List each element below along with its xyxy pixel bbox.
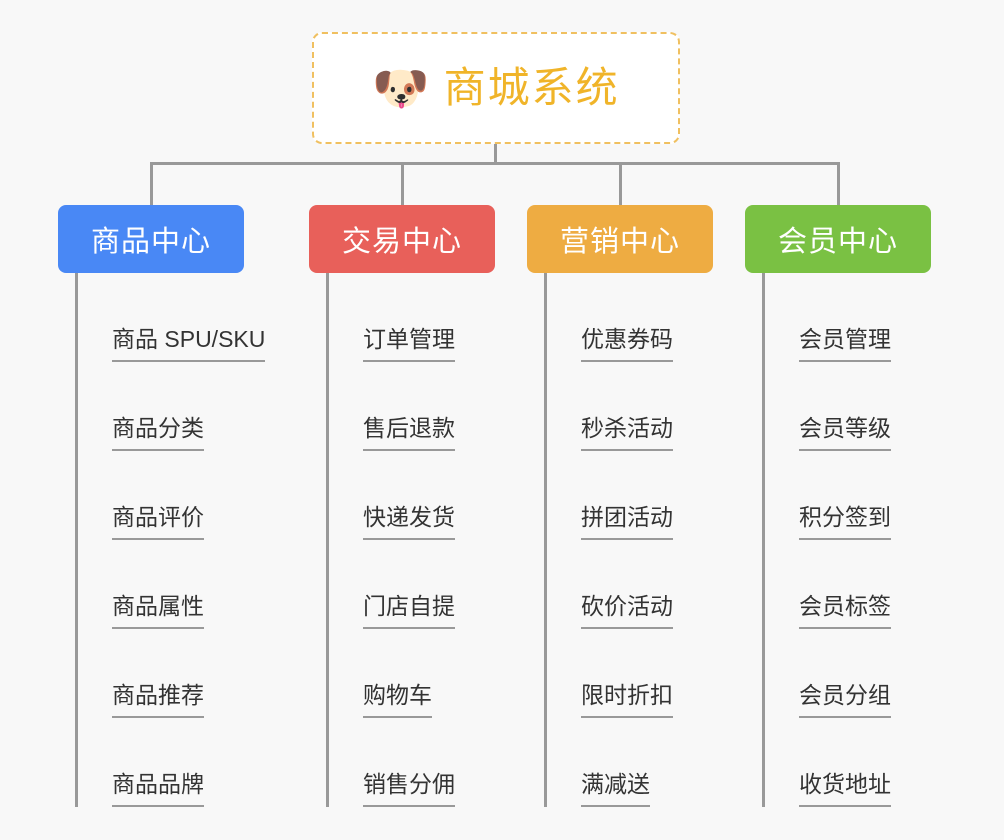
category-label: 会员中心	[777, 226, 898, 258]
leaf-item[interactable]: 商品分类	[78, 362, 244, 451]
leaf-list-4: 会员管理 会员等级 积分签到 会员标签 会员分组 收货地址	[762, 273, 931, 807]
leaf-item[interactable]: 收货地址	[765, 718, 931, 807]
branch-column-3: 营销中心 优惠券码 秒杀活动 拼团活动 砍价活动 限时折扣 满减送	[527, 205, 713, 807]
leaf-list-2: 订单管理 售后退款 快递发货 门店自提 购物车 销售分佣	[326, 273, 495, 807]
leaf-item[interactable]: 会员标签	[765, 540, 931, 629]
leaf-label: 销售分佣	[363, 773, 455, 807]
leaf-item[interactable]: 砍价活动	[547, 540, 713, 629]
leaf-label: 满减送	[581, 773, 650, 807]
connector-drop-column-2	[401, 162, 404, 205]
leaf-label: 优惠券码	[581, 328, 673, 362]
leaf-item[interactable]: 门店自提	[329, 540, 495, 629]
leaf-item[interactable]: 会员管理	[765, 273, 931, 362]
leaf-item[interactable]: 商品评价	[78, 451, 244, 540]
leaf-item[interactable]: 销售分佣	[329, 718, 495, 807]
leaf-label: 购物车	[363, 684, 432, 718]
leaf-label: 会员等级	[799, 417, 891, 451]
leaf-label: 商品属性	[112, 595, 204, 629]
branch-column-2: 交易中心 订单管理 售后退款 快递发货 门店自提 购物车 销售分佣	[309, 205, 495, 807]
leaf-list-1: 商品 SPU/SKU 商品分类 商品评价 商品属性 商品推荐 商品品牌	[75, 273, 266, 807]
leaf-item[interactable]: 拼团活动	[547, 451, 713, 540]
leaf-item[interactable]: 购物车	[329, 629, 495, 718]
leaf-label: 积分签到	[799, 506, 891, 540]
leaf-label: 砍价活动	[581, 595, 673, 629]
leaf-item[interactable]: 商品属性	[78, 540, 244, 629]
leaf-item[interactable]: 订单管理	[329, 273, 495, 362]
leaf-label: 门店自提	[363, 595, 455, 629]
leaf-label: 商品 SPU/SKU	[112, 328, 266, 362]
connector-root-drop	[494, 144, 497, 163]
leaf-item[interactable]: 快递发货	[329, 451, 495, 540]
category-label: 营销中心	[559, 226, 680, 258]
connector-drop-column-1	[150, 162, 153, 205]
category-label: 交易中心	[341, 226, 462, 258]
leaf-item[interactable]: 商品推荐	[78, 629, 244, 718]
leaf-label: 会员管理	[799, 328, 891, 362]
category-node-trade-center[interactable]: 交易中心	[309, 205, 495, 273]
root-node-shop-system[interactable]: 🐶 商城系统	[312, 32, 680, 144]
leaf-item[interactable]: 商品品牌	[78, 718, 244, 807]
category-node-product-center[interactable]: 商品中心	[58, 205, 244, 273]
leaf-item[interactable]: 售后退款	[329, 362, 495, 451]
connector-drop-column-3	[619, 162, 622, 205]
leaf-label: 会员标签	[799, 595, 891, 629]
leaf-item[interactable]: 限时折扣	[547, 629, 713, 718]
leaf-item[interactable]: 会员分组	[765, 629, 931, 718]
leaf-label: 商品评价	[112, 506, 204, 540]
root-node-title: 商城系统	[443, 64, 620, 111]
leaf-label: 商品推荐	[112, 684, 204, 718]
leaf-item[interactable]: 会员等级	[765, 362, 931, 451]
leaf-label: 拼团活动	[581, 506, 673, 540]
leaf-label: 秒杀活动	[581, 417, 673, 451]
branch-column-1: 商品中心 商品 SPU/SKU 商品分类 商品评价 商品属性 商品推荐 商品品牌	[58, 205, 266, 807]
leaf-label: 商品品牌	[112, 773, 204, 807]
shiba-dog-icon: 🐶	[372, 62, 430, 114]
leaf-label: 会员分组	[799, 684, 891, 718]
leaf-label: 限时折扣	[581, 684, 673, 718]
leaf-item[interactable]: 优惠券码	[547, 273, 713, 362]
leaf-label: 商品分类	[112, 417, 204, 451]
leaf-label: 收货地址	[799, 773, 891, 807]
connector-drop-column-4	[837, 162, 840, 205]
category-label: 商品中心	[90, 226, 211, 258]
leaf-item[interactable]: 满减送	[547, 718, 713, 807]
category-node-marketing-center[interactable]: 营销中心	[527, 205, 713, 273]
leaf-item[interactable]: 积分签到	[765, 451, 931, 540]
connector-horizontal-bus	[150, 162, 838, 165]
leaf-list-3: 优惠券码 秒杀活动 拼团活动 砍价活动 限时折扣 满减送	[544, 273, 713, 807]
branch-column-4: 会员中心 会员管理 会员等级 积分签到 会员标签 会员分组 收货地址	[745, 205, 931, 807]
leaf-label: 快递发货	[363, 506, 455, 540]
leaf-label: 订单管理	[363, 328, 455, 362]
leaf-item[interactable]: 秒杀活动	[547, 362, 713, 451]
category-node-member-center[interactable]: 会员中心	[745, 205, 931, 273]
leaf-label: 售后退款	[363, 417, 455, 451]
leaf-item[interactable]: 商品 SPU/SKU	[78, 273, 266, 362]
